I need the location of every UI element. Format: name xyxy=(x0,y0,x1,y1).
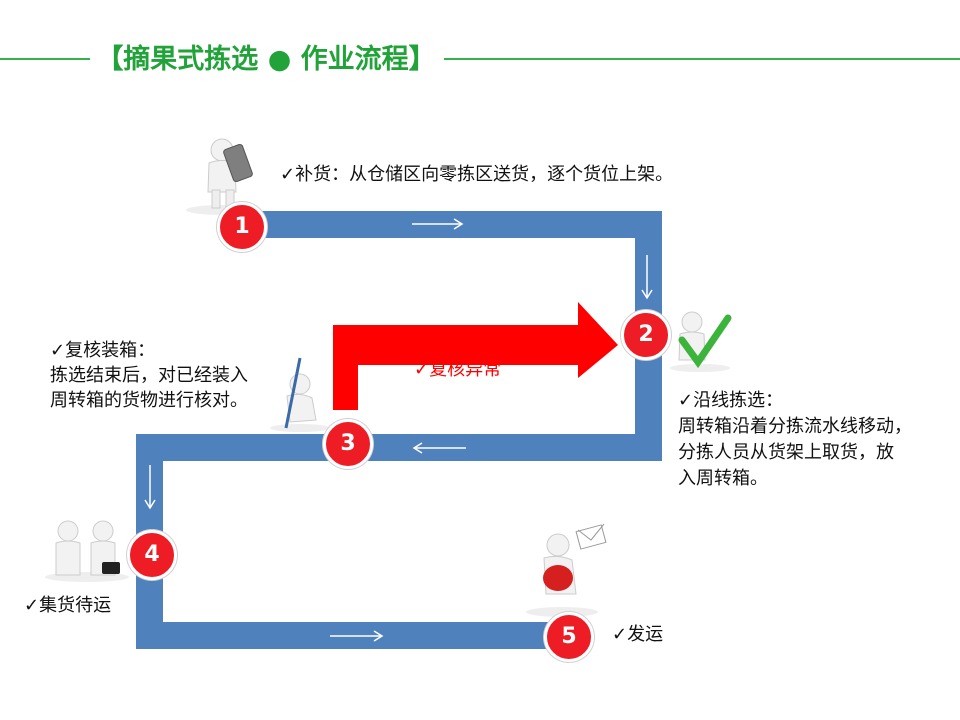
person-with-mop-icon xyxy=(270,357,330,432)
step-3-line-2: 周转箱的货物进行核对。 xyxy=(50,390,248,411)
step-3-text: ✓复核装箱： 拣选结束后，对已经装入 周转箱的货物进行核对。 xyxy=(50,338,248,413)
path-segment-middle xyxy=(136,434,662,461)
step-2-text: ✓沿线拣选： 周转箱沿着分拣流水线移动， 分拣人员从货架上取货，放 入周转箱。 xyxy=(678,388,912,492)
exception-label: ✓复核异常 xyxy=(414,359,502,380)
page-title: 【摘果式拣选 ● 作业流程】 xyxy=(96,44,436,75)
flow-arrow-right-top xyxy=(412,218,464,230)
step-2-line-1: 周转箱沿着分拣流水线移动， xyxy=(678,416,912,437)
step-2-line-2: 分拣人员从货架上取货，放 xyxy=(678,442,894,463)
step-1-label: ✓补货：从仓储区向零拣区送货，逐个货位上架。 xyxy=(280,164,674,185)
step-4-badge: 4 xyxy=(127,530,177,580)
flow-arrow-left-middle xyxy=(412,442,466,454)
step-1-badge: 1 xyxy=(217,202,267,252)
step-4-label: ✓集货待运 xyxy=(24,595,112,616)
exception-arrow xyxy=(333,302,618,410)
flow-arrow-down-right xyxy=(641,255,653,300)
title-line-left xyxy=(0,58,90,60)
step-5-label: ✓发运 xyxy=(612,624,664,645)
flow-arrow-right-bottom xyxy=(330,630,384,642)
title-line-right xyxy=(444,58,960,60)
step-3-badge: 3 xyxy=(323,419,373,469)
person-with-checkmark-icon xyxy=(670,311,732,372)
step-2-badge: 2 xyxy=(621,310,671,360)
step-3-title: ✓复核装箱： xyxy=(50,340,156,361)
step-2-line-3: 入周转箱。 xyxy=(678,468,768,489)
flow-arrow-down-left xyxy=(144,465,156,510)
step-2-title: ✓沿线拣选： xyxy=(678,390,784,411)
person-with-envelope-icon xyxy=(526,523,607,617)
step-3-line-1: 拣选结束后，对已经装入 xyxy=(50,365,248,386)
handshake-icon xyxy=(45,520,129,582)
step-5-badge: 5 xyxy=(544,612,594,662)
